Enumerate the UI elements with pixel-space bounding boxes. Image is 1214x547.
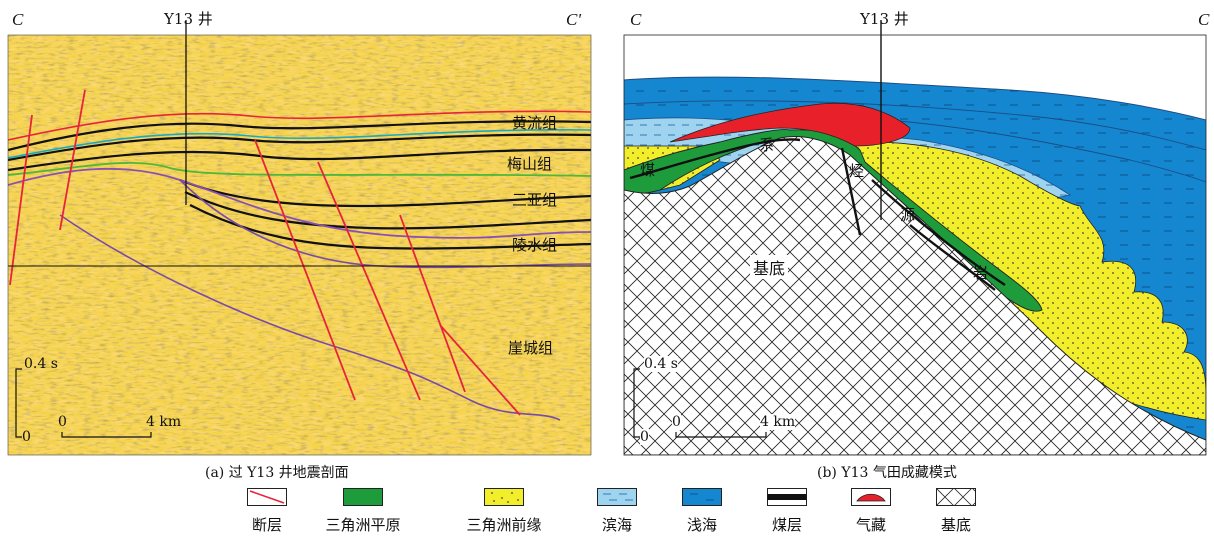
model-time-scale-label: 0.4 s: [644, 356, 678, 372]
legend-item-delta-front: 三角洲前缘: [459, 488, 549, 535]
model-distance-zero: 0: [672, 414, 681, 430]
caption-b: (b) Y13 气田成藏模式: [817, 465, 957, 481]
legend-label-delta-plain: 三角洲平原: [325, 516, 401, 534]
delta-plain-swatch-icon: [343, 488, 383, 506]
delta-front-swatch-icon: [484, 488, 524, 506]
source-rock-char-1: 烃: [849, 162, 865, 180]
model-diagram: [623, 20, 1207, 456]
section-end-label: C': [566, 10, 581, 29]
legend-item-gas: 气藏: [826, 488, 916, 535]
legend-label-delta-front: 三角洲前缘: [466, 516, 542, 534]
basement-swatch-icon: [936, 488, 976, 506]
accumulation-model-panel: C Y13 井 C: [610, 0, 1214, 480]
formation-label-huangliu: 黄流组: [512, 114, 558, 132]
legend-item-coal: 煤层: [742, 488, 832, 535]
model-well-label: Y13 井: [860, 10, 909, 28]
source-rock-char-3: 岩: [973, 264, 989, 282]
formation-label-yacheng: 崖城组: [508, 339, 554, 357]
legend: 断层 三角洲平原 三角洲前缘 滨海 浅海 煤层: [0, 488, 1214, 546]
time-scale-label: 0.4 s: [24, 356, 58, 372]
formation-label-lingshui: 陵水组: [512, 236, 558, 254]
coal-measure-char-1: 煤: [640, 161, 656, 179]
coal-measure-char-2: 系: [759, 136, 775, 154]
time-scale-zero: 0: [22, 429, 31, 445]
legend-label-coal: 煤层: [771, 516, 802, 534]
distance-scale-label: 4 km: [146, 414, 182, 430]
legend-item-littoral: 滨海: [572, 488, 662, 535]
caption-a: (a) 过 Y13 井地震剖面: [205, 465, 349, 481]
fault-swatch-icon: [247, 488, 287, 506]
legend-label-gas: 气藏: [855, 516, 886, 534]
legend-item-shallow-sea: 浅海: [657, 488, 747, 535]
model-end-label: C: [1198, 10, 1210, 29]
section-start-label: C: [12, 10, 24, 29]
model-start-label: C: [630, 10, 642, 29]
formation-label-sanya: 三亚组: [512, 191, 558, 209]
well-label: Y13 井: [164, 10, 213, 28]
legend-item-delta-plain: 三角洲平原: [318, 488, 408, 535]
seismic-section-panel: C Y13 井 C': [0, 0, 600, 480]
legend-label-shallow-sea: 浅海: [686, 516, 717, 534]
legend-item-basement: 基底: [911, 488, 1001, 535]
gas-swatch-icon: [851, 488, 891, 506]
seismic-image: [7, 20, 592, 456]
source-rock-char-2: 源: [900, 206, 916, 224]
legend-label-littoral: 滨海: [601, 516, 632, 534]
legend-label-basement: 基底: [940, 516, 971, 534]
coal-swatch-icon: [767, 488, 807, 506]
basement-label: 基底: [750, 255, 789, 279]
model-time-scale-zero: 0: [640, 429, 649, 445]
littoral-swatch-icon: [597, 488, 637, 506]
shallow-sea-swatch-icon: [682, 488, 722, 506]
formation-label-meishan: 梅山组: [507, 155, 553, 173]
legend-label-fault: 断层: [251, 516, 282, 534]
legend-item-fault: 断层: [222, 488, 312, 535]
model-distance-label: 4 km: [760, 414, 796, 430]
distance-scale-zero: 0: [58, 414, 67, 430]
